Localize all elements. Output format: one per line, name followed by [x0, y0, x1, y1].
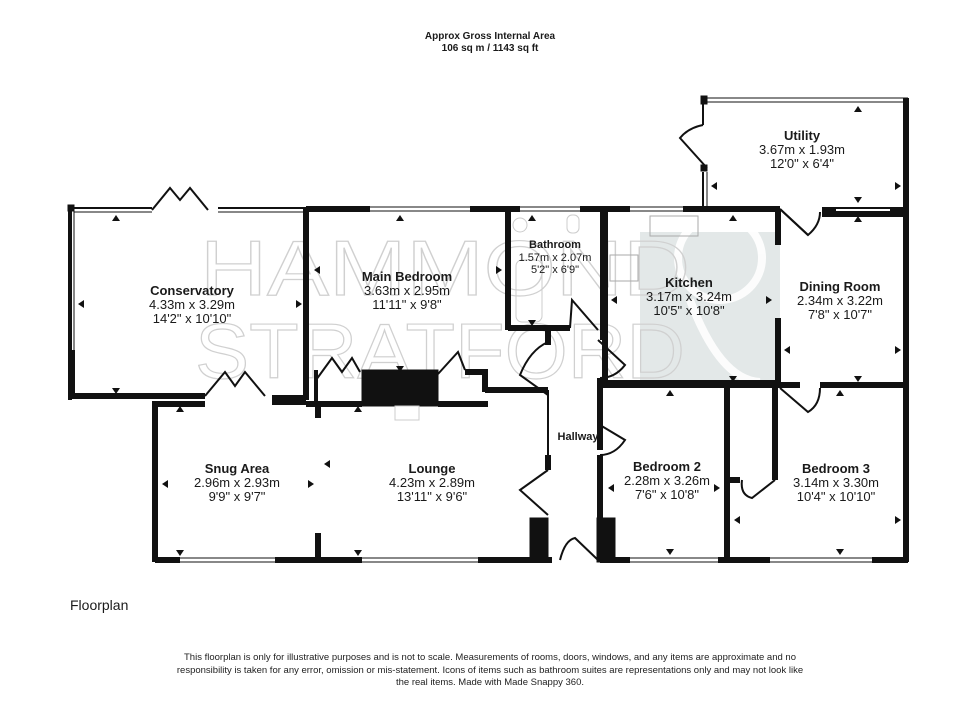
room-label-bathroom: Bathroom 1.57m x 2.07m 5'2" x 6'9" — [519, 238, 592, 276]
room-label-bedroom-3: Bedroom 3 3.14m x 3.30m 10'4" x 10'10" — [793, 462, 879, 504]
room-name: Snug Area — [204, 461, 270, 476]
room-name: Hallway — [557, 431, 599, 443]
room-label-main-bedroom: Main Bedroom 3.63m x 2.95m 11'11" x 9'8" — [362, 270, 452, 312]
room-metric: 3.17m x 3.24m — [646, 289, 732, 304]
area-value: 106 sq m / 1143 sq ft — [441, 43, 539, 54]
room-name: Conservatory — [150, 283, 234, 298]
room-imperial: 9'9" x 9'7" — [208, 489, 266, 504]
area-title: Approx Gross Internal Area — [424, 31, 556, 42]
room-label-bedroom-2: Bedroom 2 2.28m x 3.26m 7'6" x 10'8" — [624, 460, 710, 502]
room-metric: 2.34m x 3.22m — [797, 293, 883, 308]
room-name: Bathroom — [529, 239, 581, 251]
room-label-utility: Utility 3.67m x 1.93m 12'0" x 6'4" — [759, 129, 845, 171]
room-name: Utility — [783, 128, 821, 143]
room-metric: 4.33m x 3.29m — [149, 297, 235, 312]
room-label-hallway: Hallway — [558, 430, 599, 444]
dimension-markers — [78, 106, 901, 556]
room-imperial: 13'11" x 9'6" — [396, 489, 468, 504]
kitchen-tint — [640, 232, 780, 382]
room-label-conservatory: Conservatory 4.33m x 3.29m 14'2" x 10'10… — [149, 284, 235, 326]
room-label-lounge: Lounge 4.23m x 2.89m 13'11" x 9'6" — [389, 462, 475, 504]
disclaimer: This floorplan is only for illustrative … — [176, 652, 804, 688]
room-name: Bedroom 2 — [633, 459, 701, 474]
room-imperial: 7'8" x 10'7" — [807, 307, 873, 322]
room-metric: 2.96m x 2.93m — [194, 475, 280, 490]
room-imperial: 14'2" x 10'10" — [152, 311, 232, 326]
room-name: Dining Room — [799, 279, 881, 294]
room-metric: 2.28m x 3.26m — [624, 473, 710, 488]
room-imperial: 10'4" x 10'10" — [796, 489, 876, 504]
room-name: Main Bedroom — [361, 269, 453, 284]
room-imperial: 12'0" x 6'4" — [769, 156, 835, 171]
floor-title: Floorplan — [70, 597, 129, 613]
svg-text:HAMMOND: HAMMOND — [200, 224, 690, 312]
room-metric: 4.23m x 2.89m — [389, 475, 475, 490]
room-name: Kitchen — [665, 275, 713, 290]
room-metric: 3.63m x 2.95m — [363, 283, 450, 298]
room-label-kitchen: Kitchen 3.17m x 3.24m 10'5" x 10'8" — [646, 276, 732, 318]
room-label-snug-area: Snug Area 2.96m x 2.93m 9'9" x 9'7" — [194, 462, 280, 504]
room-name: Lounge — [408, 461, 456, 476]
area-header: Approx Gross Internal Area 106 sq m / 11… — [0, 31, 980, 55]
room-metric: 3.14m x 3.30m — [793, 475, 879, 490]
room-name: Bedroom 3 — [802, 461, 870, 476]
room-imperial: 11'11" x 9'8" — [372, 297, 442, 312]
room-metric: 1.57m x 2.07m — [518, 252, 592, 264]
room-metric: 3.67m x 1.93m — [759, 142, 845, 157]
room-imperial: 10'5" x 10'8" — [653, 303, 725, 318]
walls — [67, 95, 909, 563]
room-imperial: 5'2" x 6'9" — [530, 264, 580, 276]
room-imperial: 7'6" x 10'8" — [634, 487, 700, 502]
room-label-dining-room: Dining Room 2.34m x 3.22m 7'8" x 10'7" — [797, 280, 883, 322]
